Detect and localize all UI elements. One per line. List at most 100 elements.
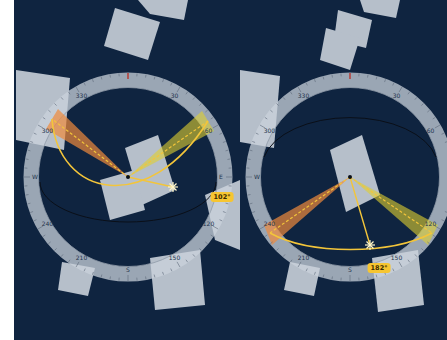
tick-mark (171, 83, 172, 86)
tick-mark (26, 158, 29, 160)
bearing-label: 150 (391, 255, 402, 261)
tick-mark (226, 150, 229, 152)
bearing-label: 240 (42, 221, 53, 227)
tick-mark (92, 79, 93, 82)
tick-mark (76, 262, 79, 267)
tick-mark (323, 275, 325, 278)
bearing-label: 120 (425, 221, 436, 227)
tick-mark (399, 87, 402, 92)
tick-mark (246, 185, 249, 186)
tick-mark (223, 212, 226, 213)
tick-mark (220, 133, 223, 134)
tick-mark (385, 79, 386, 82)
tick-mark (118, 73, 119, 76)
tick-mark (229, 185, 232, 186)
bearing-label: 60 (205, 128, 213, 134)
tick-mark (177, 87, 180, 92)
tick-mark (48, 110, 50, 112)
tick-mark (435, 125, 440, 128)
bearing-label: 120 (203, 221, 214, 227)
tick-mark (367, 75, 369, 78)
bearing-label: W (254, 174, 260, 180)
tick-mark (250, 203, 253, 205)
tick-mark (246, 167, 249, 168)
tick-mark (421, 248, 423, 250)
tick-mark (421, 103, 423, 105)
bearing-label: 30 (393, 93, 401, 99)
tick-mark (205, 242, 207, 244)
tick-mark (393, 269, 394, 272)
tick-mark (30, 212, 33, 213)
tick-mark (24, 177, 30, 178)
tick-mark (290, 260, 292, 262)
tick-mark (154, 77, 156, 80)
tick-mark (109, 276, 111, 279)
tick-mark (306, 83, 307, 86)
tick-mark (276, 103, 278, 105)
tick-mark (220, 220, 223, 221)
tick-mark (171, 269, 172, 272)
tick-mark (145, 276, 147, 279)
tick-mark (340, 73, 341, 76)
tick-mark (340, 278, 341, 281)
tick-mark (358, 73, 359, 76)
tick-mark (445, 141, 447, 142)
tick-mark (415, 97, 417, 99)
tick-mark (314, 79, 315, 82)
tick-mark (24, 167, 27, 168)
tick-mark (30, 141, 33, 142)
tick-mark (145, 75, 147, 78)
tick-mark (427, 242, 429, 244)
tick-mark (252, 212, 255, 213)
tick-mark (256, 220, 259, 221)
tick-mark (265, 235, 267, 237)
bearing-label: 210 (298, 255, 309, 261)
tick-mark (34, 133, 37, 134)
tick-mark (265, 117, 267, 119)
bearing-label: 330 (298, 93, 309, 99)
tick-mark (331, 276, 333, 279)
bearing-label: E (219, 174, 223, 180)
bearing-label: S (126, 267, 130, 273)
tick-mark (163, 272, 164, 275)
tick-mark (136, 73, 137, 76)
tick-mark (229, 167, 232, 168)
tick-mark (283, 97, 285, 99)
tick-mark (128, 275, 129, 281)
tick-mark (186, 92, 188, 94)
tick-mark (163, 79, 164, 82)
tick-mark (248, 158, 251, 160)
tick-mark (442, 220, 445, 221)
tick-mark (26, 194, 29, 196)
tick-mark (248, 194, 251, 196)
angle-badge: 102° (211, 192, 234, 202)
bearing-label: 210 (76, 255, 87, 261)
bearing-label: 150 (169, 255, 180, 261)
tick-mark (34, 220, 37, 221)
tick-mark (199, 103, 201, 105)
tick-mark (177, 262, 180, 267)
tick-mark (61, 97, 63, 99)
tick-mark (43, 117, 45, 119)
tick-mark (28, 203, 31, 205)
tick-mark (118, 278, 119, 281)
tick-mark (193, 97, 195, 99)
bearing-label: 30 (171, 93, 179, 99)
tick-mark (276, 248, 278, 250)
tick-mark (186, 260, 188, 262)
tick-mark (136, 278, 137, 281)
tick-mark (314, 272, 315, 275)
bearing-label: W (32, 174, 38, 180)
bearing-label: S (348, 267, 352, 273)
tick-mark (399, 262, 402, 267)
tick-mark (331, 75, 333, 78)
tick-mark (323, 77, 325, 80)
tick-mark (427, 110, 429, 112)
tick-mark (154, 275, 156, 278)
tick-mark (211, 117, 213, 119)
tick-mark (283, 254, 285, 256)
bearing-label: 300 (42, 128, 53, 134)
bearing-label: 60 (427, 128, 435, 134)
tick-mark (205, 110, 207, 112)
